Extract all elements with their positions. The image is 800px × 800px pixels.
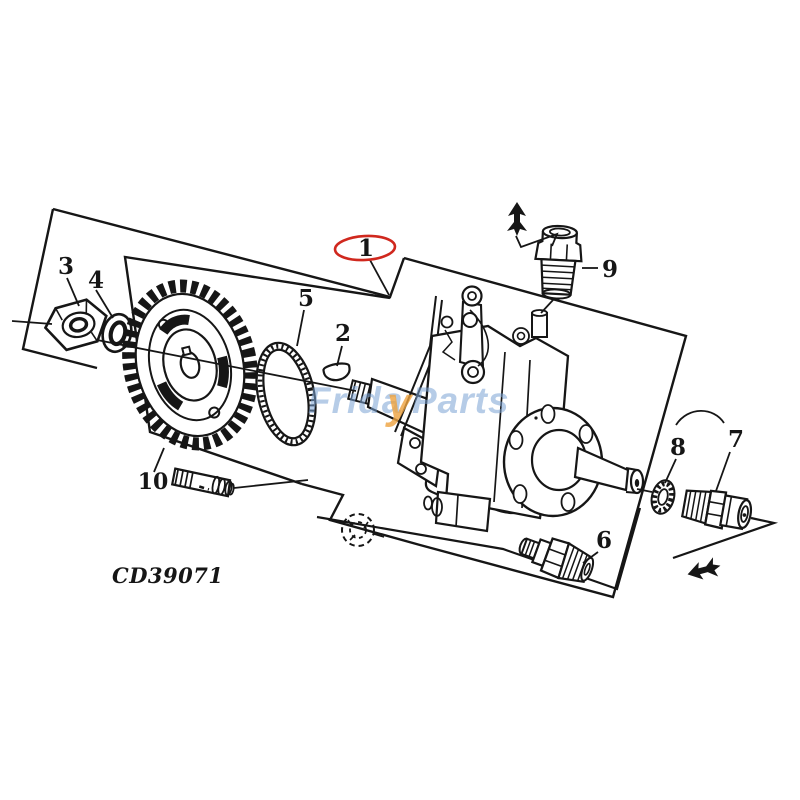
part-6-fitting-drawing [518,537,595,584]
part-label-4[interactable]: 4 [88,267,104,294]
part-label-10[interactable]: 10 [138,469,169,495]
part-1-highlight-ellipse[interactable] [333,234,397,262]
part-2-key-drawing [322,362,351,382]
part-label-8[interactable]: 8 [670,434,686,461]
part-8-washer-drawing [650,479,676,515]
watermark-accent: y [385,379,414,428]
part-label-3[interactable]: 3 [58,253,74,280]
part-7-fitting-drawing [680,489,753,531]
part-10-spindle-drawing [170,467,235,498]
part-label-5[interactable]: 5 [298,285,314,312]
part-1-pump-drawing [346,285,645,533]
assembly-direction-arrow-side-icon [684,555,724,585]
part-label-7[interactable]: 7 [728,426,744,453]
part-label-1[interactable]: 1 [358,235,374,262]
watermark-prefix: Frida [308,380,403,421]
drawing-code: CD39071 [112,563,223,588]
assembly-direction-arrow-up-icon [507,202,527,236]
part-label-6[interactable]: 6 [596,527,612,554]
hidden-coupling-drawing [341,513,385,547]
part-3-nut-drawing [43,298,108,352]
part-label-9[interactable]: 9 [602,256,618,283]
watermark-suffix: Parts [412,380,510,421]
part-label-2[interactable]: 2 [335,320,351,347]
part-9-fitting-drawing [534,224,583,300]
watermark: Frida y Parts [308,379,510,428]
part-10-gear-drawing [122,279,258,451]
leader-lines [11,232,731,564]
part-5-oring-drawing [255,341,317,447]
